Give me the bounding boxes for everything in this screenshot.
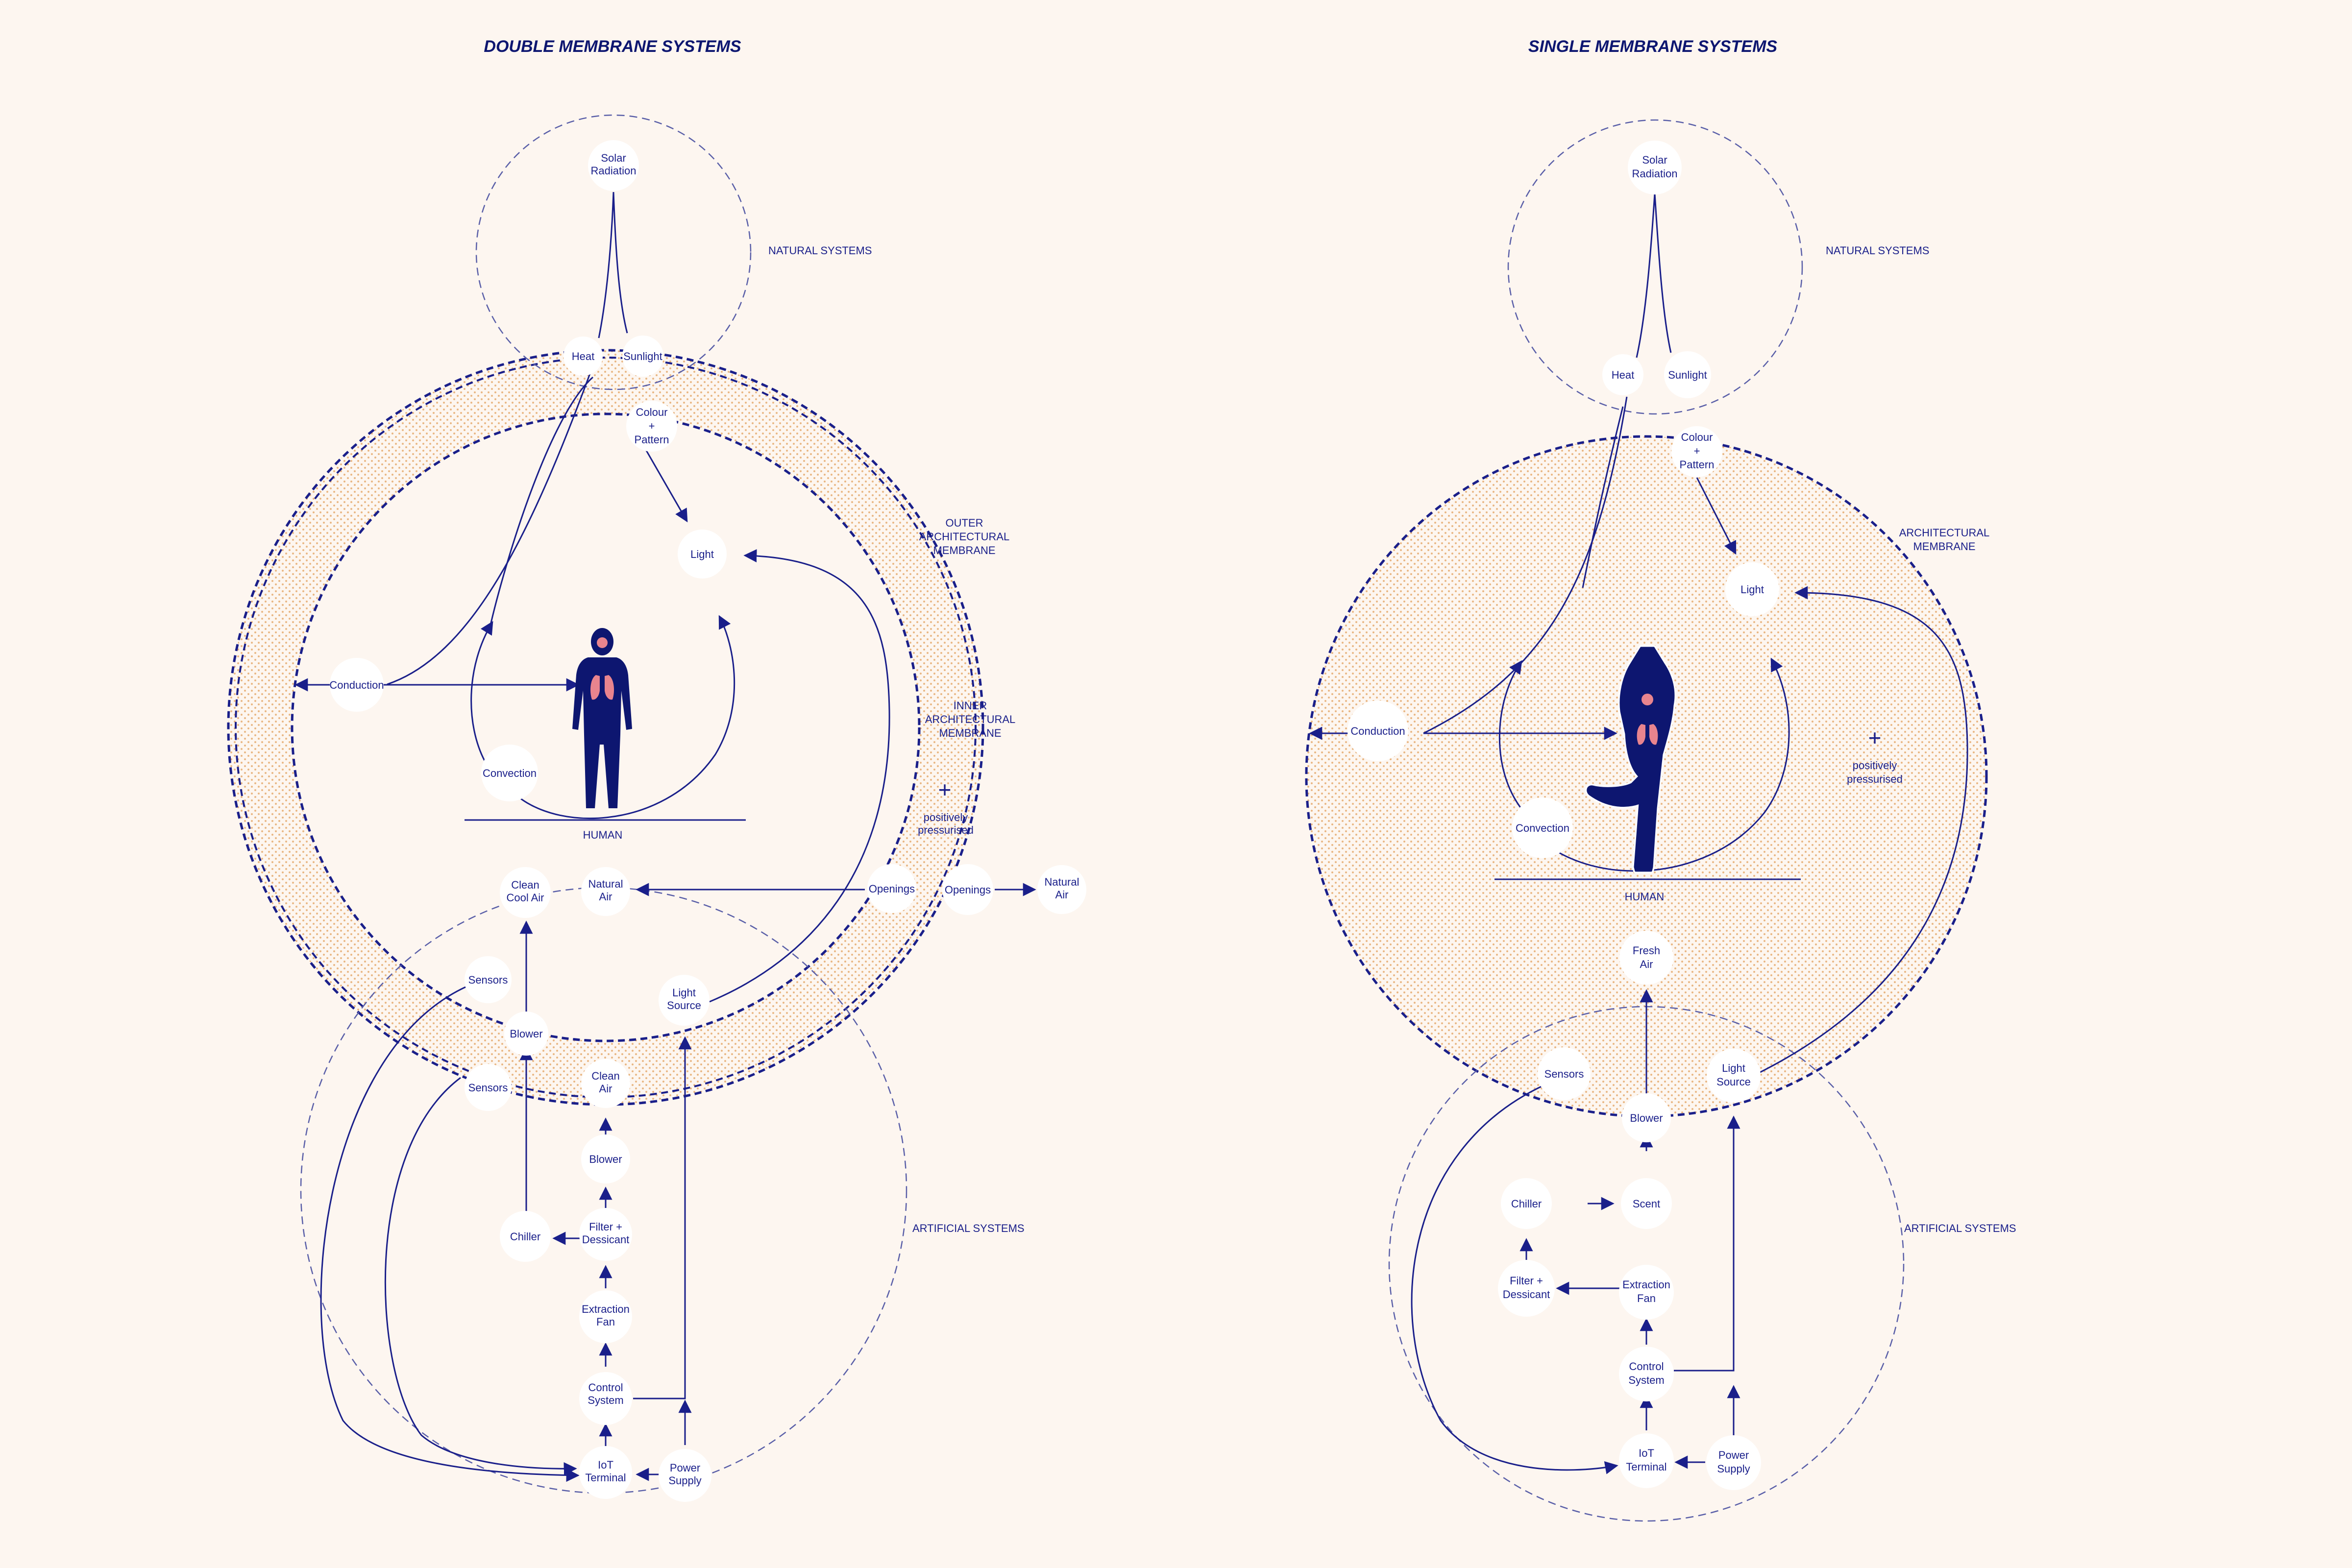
right-light-node: Light bbox=[1740, 583, 1764, 596]
right-chiller-node: Chiller bbox=[1511, 1198, 1542, 1210]
left-blower-node-2: Blower bbox=[589, 1153, 622, 1165]
right-human-label: HUMAN bbox=[1625, 891, 1665, 903]
right-heat-node: Heat bbox=[1612, 369, 1634, 381]
left-filter-dessicant-node: Filter +Dessicant bbox=[582, 1221, 630, 1246]
right-filter-dessicant-node: Filter +Dessicant bbox=[1503, 1275, 1550, 1301]
left-artificial-systems-label: ARTIFICIAL SYSTEMS bbox=[912, 1222, 1025, 1234]
left-light-node: Light bbox=[690, 548, 714, 560]
right-natural-systems-label: NATURAL SYSTEMS bbox=[1826, 244, 1929, 257]
left-colour-pattern-node: Colour+Pattern bbox=[635, 406, 669, 446]
left-connections bbox=[294, 192, 1036, 1482]
right-human-yoga-figure bbox=[1585, 645, 1676, 873]
left-title: DOUBLE MEMBRANE SYSTEMS bbox=[484, 37, 741, 56]
left-sensors-node-1: Sensors bbox=[468, 974, 508, 986]
left-natural-systems-label: NATURAL SYSTEMS bbox=[768, 244, 872, 257]
left-natural-circle bbox=[475, 114, 752, 390]
left-convection-node: Convection bbox=[483, 767, 537, 779]
right-colour-pattern-node: Colour+Pattern bbox=[1680, 431, 1715, 471]
left-sunlight-node: Sunlight bbox=[623, 350, 662, 362]
right-artificial-systems-label: ARTIFICIAL SYSTEMS bbox=[1904, 1222, 2016, 1234]
right-sunlight-node: Sunlight bbox=[1668, 369, 1707, 381]
left-plus-symbol: + bbox=[938, 777, 952, 802]
right-connections bbox=[1309, 193, 1968, 1474]
right-natural-circle bbox=[1507, 119, 1803, 415]
left-human-figure bbox=[572, 628, 632, 808]
right-title: SINGLE MEMBRANE SYSTEMS bbox=[1528, 37, 1777, 56]
right-convection-node: Convection bbox=[1516, 822, 1569, 834]
right-scent-node: Scent bbox=[1633, 1198, 1660, 1210]
left-openings-inner-node: Openings bbox=[869, 883, 915, 895]
right-conduction-node: Conduction bbox=[1350, 725, 1405, 737]
right-sensors-node: Sensors bbox=[1544, 1068, 1584, 1080]
left-blower-node-1: Blower bbox=[510, 1028, 542, 1040]
right-plus-symbol: + bbox=[1868, 725, 1882, 750]
left-chiller-node: Chiller bbox=[510, 1230, 540, 1243]
left-heat-node: Heat bbox=[572, 350, 594, 362]
left-openings-outer-node: Openings bbox=[945, 884, 991, 896]
left-inner-membrane bbox=[291, 412, 921, 1042]
right-blower-node: Blower bbox=[1630, 1112, 1663, 1124]
left-node-circles bbox=[330, 140, 1086, 1502]
right-node-circles bbox=[1348, 141, 1779, 1490]
left-sensors-node-2: Sensors bbox=[468, 1082, 508, 1094]
left-conduction-node: Conduction bbox=[329, 679, 384, 691]
left-human-label: HUMAN bbox=[583, 829, 623, 841]
